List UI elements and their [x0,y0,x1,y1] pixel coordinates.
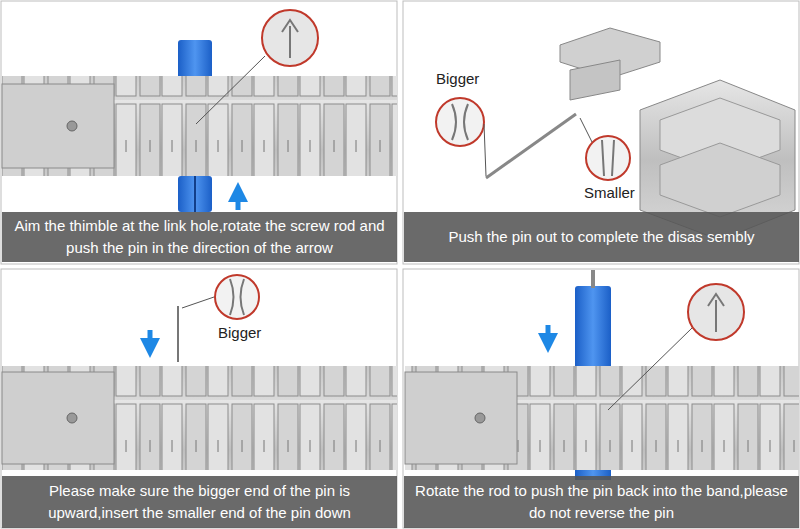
caption-text: Push the pin out to complete the disas s… [448,226,754,248]
caption-text: Aim the thimble at the link hole,rotate … [12,215,387,259]
pin-end-label: Bigger [218,324,261,341]
caption-text: Please make sure the bigger end of the p… [12,480,387,524]
pin-end-label: Bigger [436,70,479,87]
pin-end-label: Smaller [584,184,635,201]
caption-band: Please make sure the bigger end of the p… [2,476,397,528]
caption-band: Rotate the rod to push the pin back into… [404,476,799,528]
caption-band: Aim the thimble at the link hole,rotate … [2,212,397,262]
caption-text: Rotate the rod to push the pin back into… [414,480,789,524]
caption-band: Push the pin out to complete the disas s… [404,212,799,262]
